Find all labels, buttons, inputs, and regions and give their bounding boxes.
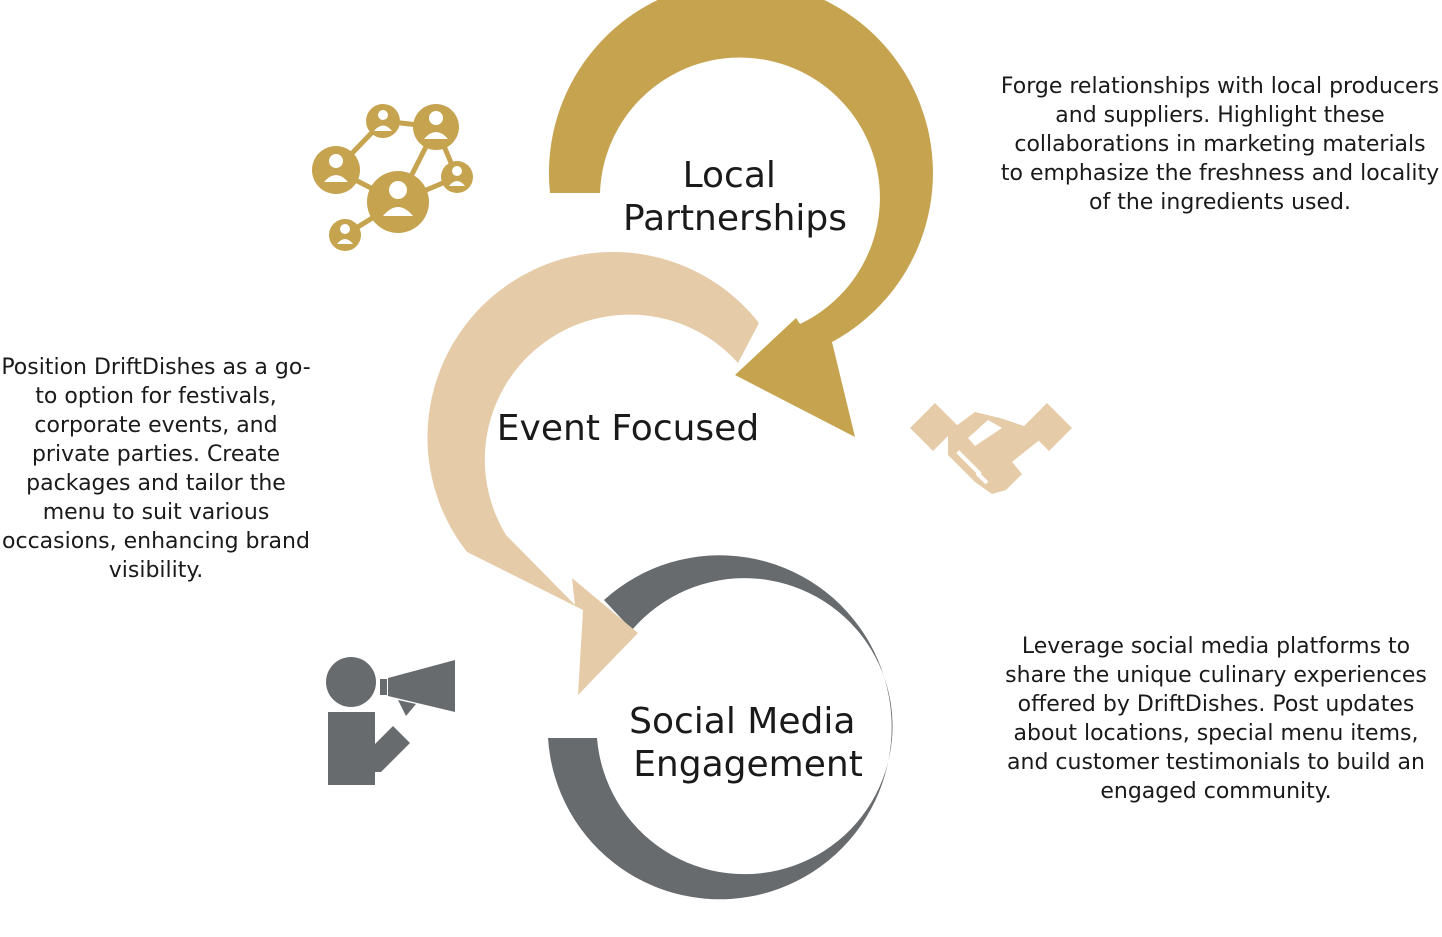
stage-label-local-line2: Partnerships bbox=[623, 198, 847, 239]
description-social-media: Leverage social media platforms to share… bbox=[1005, 634, 1427, 804]
megaphone-person-icon bbox=[326, 657, 455, 785]
network-people-icon bbox=[312, 104, 473, 251]
stage-label-local-line1: Local bbox=[683, 155, 776, 196]
stage-label-event-line1: Event Focused bbox=[497, 408, 759, 449]
stage-label-social-line2: Engagement bbox=[633, 744, 863, 785]
handshake-icon bbox=[910, 403, 1072, 494]
stage-label-event: Event Focused bbox=[497, 408, 759, 449]
arc-event-focused bbox=[427, 251, 759, 695]
stage-label-social-line1: Social Media bbox=[629, 701, 855, 742]
arc-local-partnerships bbox=[548, 0, 933, 437]
stage-label-social: Social Media Engagement bbox=[629, 701, 867, 785]
stage-label-local: Local Partnerships bbox=[623, 155, 847, 239]
description-event-focused: Position DriftDishes as a go-to option f… bbox=[1, 355, 311, 583]
description-local-partnerships: Forge relationships with local producers… bbox=[1000, 74, 1440, 215]
